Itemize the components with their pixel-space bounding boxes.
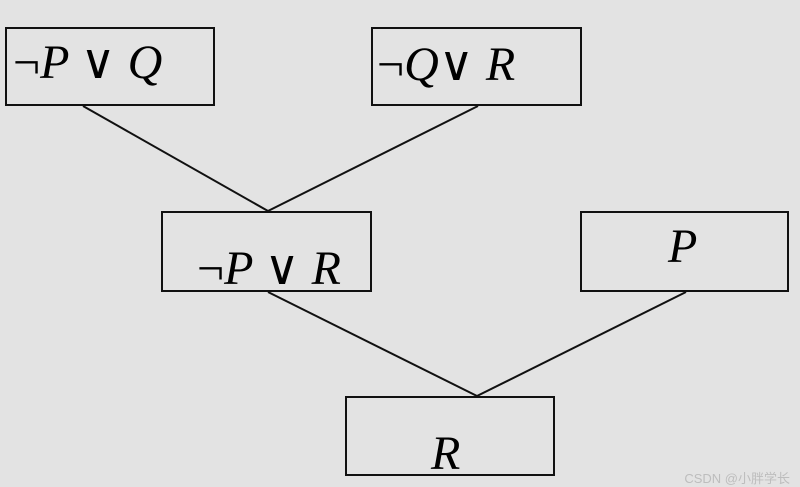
disjunction-symbol: ∨ bbox=[80, 36, 116, 89]
clause-literal: R bbox=[485, 38, 516, 91]
clause-literal: R bbox=[431, 427, 461, 480]
disjunction-symbol: ∨ bbox=[264, 242, 300, 295]
clause-formula: ¬P ∨ Q bbox=[13, 39, 162, 87]
edge-node-d-to-node-e bbox=[476, 291, 687, 397]
negation-symbol: ¬ bbox=[13, 36, 41, 89]
clause-formula: R bbox=[431, 430, 460, 478]
negation-symbol: ¬ bbox=[377, 38, 405, 91]
edge-node-a-to-node-c bbox=[82, 105, 269, 212]
clause-formula: ¬P ∨ R bbox=[197, 245, 341, 293]
clause-box-p: P bbox=[580, 211, 789, 292]
watermark: CSDN @小胖学长 bbox=[684, 471, 790, 486]
clause-literal: P bbox=[668, 220, 698, 273]
clause-literal: P bbox=[40, 36, 69, 89]
clause-literal: Q bbox=[127, 36, 163, 89]
clause-box-not-p-or-q: ¬P ∨ Q bbox=[5, 27, 215, 106]
clause-formula: P bbox=[668, 223, 697, 271]
clause-literal: Q bbox=[404, 38, 439, 91]
edge-node-b-to-node-c bbox=[267, 105, 479, 212]
clause-formula: ¬Q∨ R bbox=[377, 41, 515, 89]
negation-symbol: ¬ bbox=[197, 242, 225, 295]
clause-box-not-p-or-r: ¬P ∨ R bbox=[161, 211, 372, 293]
edge-node-c-to-node-e bbox=[267, 291, 478, 397]
clause-box-not-q-or-r: ¬Q∨ R bbox=[371, 27, 582, 106]
disjunction-symbol: ∨ bbox=[438, 38, 474, 91]
clause-literal: P bbox=[224, 242, 253, 295]
clause-literal: R bbox=[311, 242, 341, 295]
clause-box-r: R bbox=[345, 396, 555, 478]
